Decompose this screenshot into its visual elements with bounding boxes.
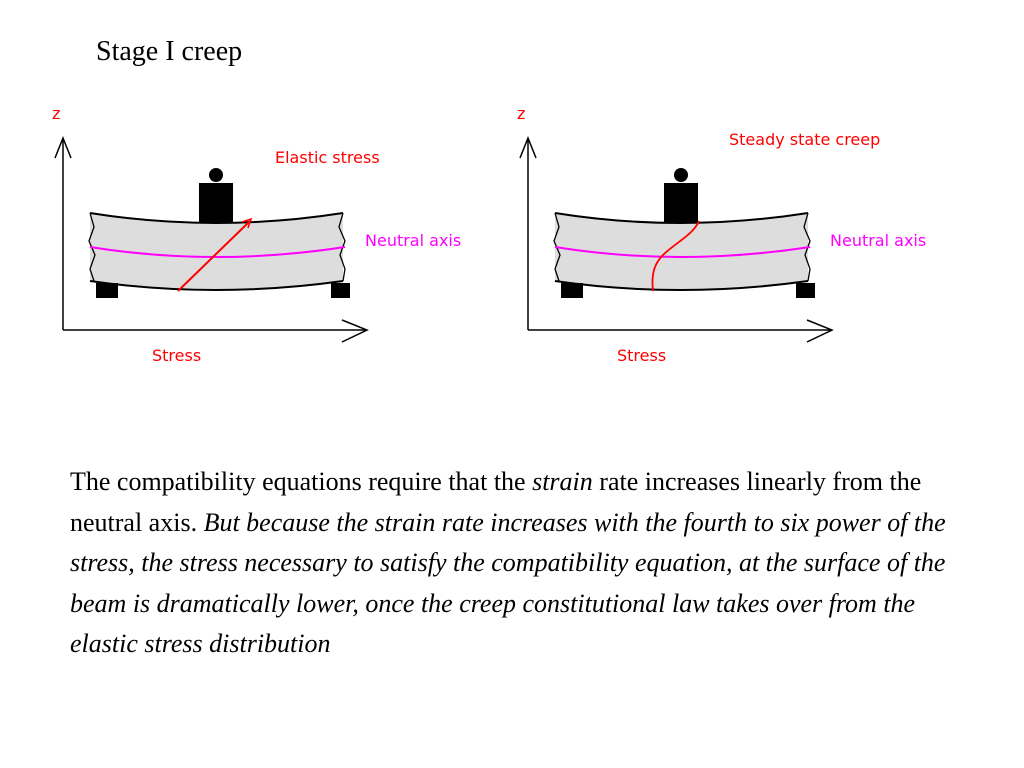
right-support (331, 283, 350, 298)
elastic-stress-figure: z Stress Elastic stress Neutral axis (52, 104, 461, 365)
z-axis-label: z (517, 104, 525, 123)
body-text-part-1: The compatibility equations require that… (70, 467, 533, 496)
body-text-part-2: rate increases linearly from the neutral… (70, 467, 922, 537)
creep-stress-curve (651, 220, 700, 292)
body-text-italic-statement: But because the strain rate increases wi… (70, 507, 946, 659)
load-weight (664, 183, 698, 223)
beam-bottom-edge (554, 280, 809, 291)
body-text-strain: strain (532, 467, 593, 496)
beam-bottom-edge (89, 280, 344, 291)
beam-body (90, 213, 343, 290)
load-knob (209, 168, 223, 182)
neutral-axis-label: Neutral axis (365, 231, 461, 250)
elastic-stress-line (177, 220, 251, 292)
elastic-stress-arrowhead (241, 217, 253, 229)
beam-body (555, 213, 808, 290)
stress-axis-arrowhead (341, 319, 369, 343)
stress-axis-label: Stress (152, 346, 201, 365)
stress-axis-label: Stress (617, 346, 666, 365)
load-weight (199, 183, 233, 223)
neutral-axis-line (554, 246, 811, 258)
steady-creep-diagram: z Stress Steady state creep Neutral axis (505, 95, 965, 385)
steady-creep-figure: z Stress Steady state creep Neutral axis (517, 104, 926, 365)
elastic-stress-diagram: z Stress Elastic stress Neutral axis (40, 95, 500, 385)
left-support (96, 283, 118, 298)
left-support (561, 283, 583, 298)
z-axis-label: z (52, 104, 60, 123)
curve-label: Elastic stress (275, 148, 380, 167)
z-axis-arrowhead (54, 135, 72, 159)
load-knob (674, 168, 688, 182)
body-paragraph: The compatibility equations require that… (70, 462, 970, 665)
slide-title: Stage I creep (96, 36, 243, 67)
stress-axis-arrowhead (806, 319, 834, 343)
neutral-axis-line (89, 246, 346, 258)
z-axis-arrowhead (519, 135, 537, 159)
neutral-axis-label: Neutral axis (830, 231, 926, 250)
curve-label: Steady state creep (729, 130, 880, 149)
right-support (796, 283, 815, 298)
